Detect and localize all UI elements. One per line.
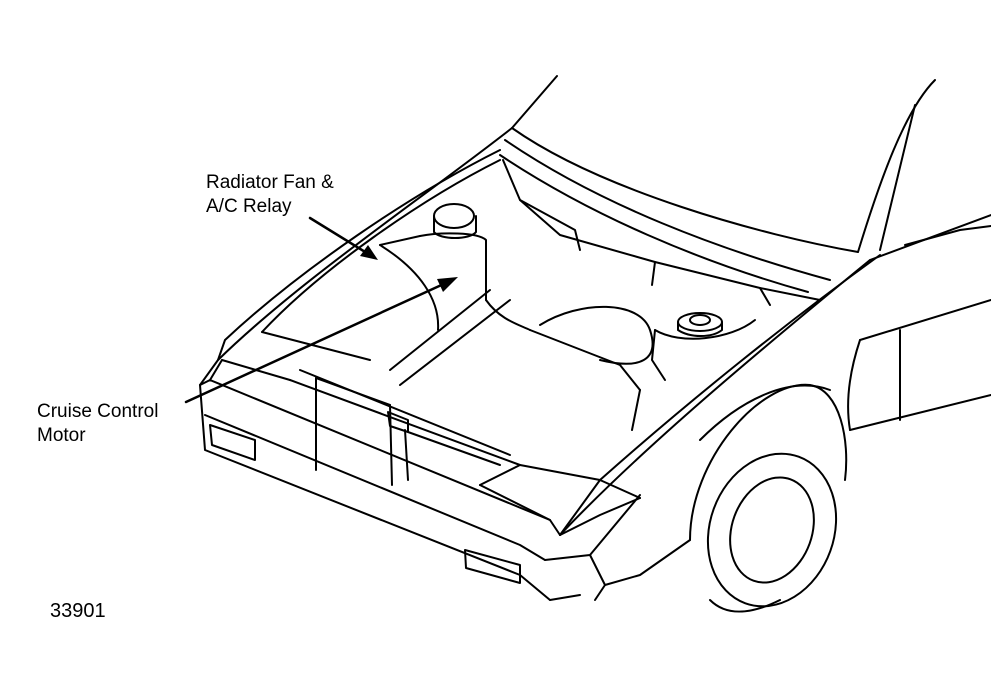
front-bumper [199, 359, 641, 601]
radiator-label-line1: Radiator Fan & [206, 172, 334, 193]
cruise-motor-arrowhead [437, 277, 458, 292]
radiator-support [289, 369, 521, 486]
right-fender [559, 214, 991, 536]
radiator-relay-leader [308, 216, 372, 257]
front-wheel [689, 383, 848, 613]
leader-arrows [184, 216, 458, 404]
coolant-reservoir [379, 203, 531, 331]
radiator-relay-arrowhead [360, 245, 378, 260]
engine-cavity [389, 289, 654, 431]
windshield-outline [511, 75, 991, 253]
brake-reservoir [651, 312, 756, 381]
radiator-label-line2: A/C Relay [206, 196, 292, 217]
cruise-control-motor-label: Cruise Control Motor [37, 400, 158, 448]
cruise-label-line2: Motor [37, 425, 86, 446]
radiator-fan-relay-label: Radiator Fan & A/C Relay [206, 171, 334, 219]
cruise-motor-leader [184, 280, 450, 404]
headlamp-area [479, 464, 691, 601]
hood-opening [199, 127, 513, 386]
cruise-label-line1: Cruise Control [37, 401, 159, 422]
figure-number: 33901 [50, 600, 106, 622]
firewall-cowl [499, 139, 831, 306]
